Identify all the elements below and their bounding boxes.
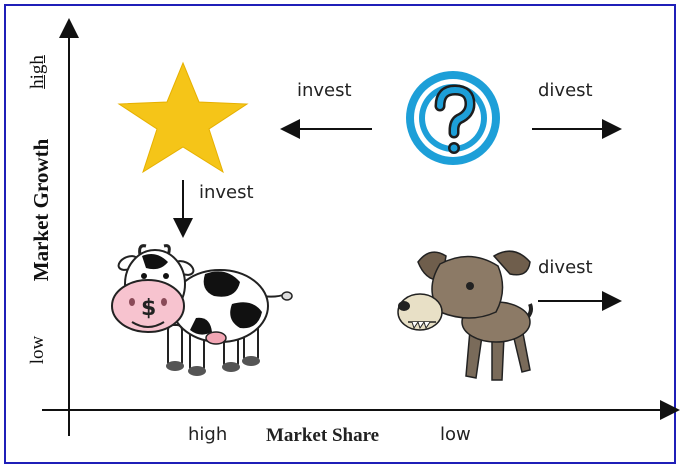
- divest-label-bottom: divest: [538, 257, 593, 278]
- cash-cow-icon: $: [111, 244, 293, 376]
- star-icon: [117, 61, 249, 174]
- dog-icon: [397, 250, 533, 381]
- x-low-label: low: [440, 424, 471, 445]
- question-mark-icon: [406, 71, 500, 165]
- invest-label-top: invest: [297, 80, 352, 101]
- y-high-label: high: [27, 55, 48, 89]
- x-axis-title: Market Share: [266, 425, 380, 446]
- invest-label-down: invest: [199, 182, 254, 203]
- svg-text:$: $: [141, 296, 156, 321]
- diagram-frame: [4, 4, 676, 464]
- x-high-label: high: [188, 424, 228, 445]
- divest-label-top: divest: [538, 80, 593, 101]
- y-low-label: low: [27, 335, 48, 365]
- y-axis-title: Market Growth: [29, 138, 53, 282]
